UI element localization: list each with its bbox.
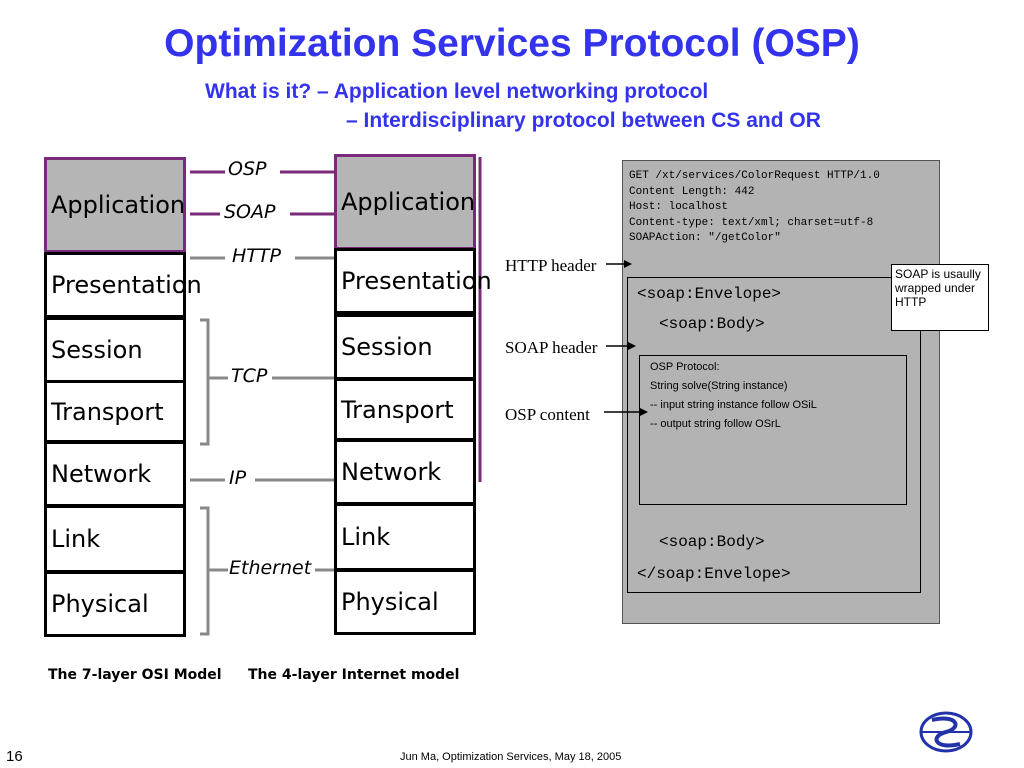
osp-line: String solve(String instance) [650, 380, 788, 392]
soap-http-note: SOAP is usaully wrapped under HTTP [891, 264, 989, 331]
label-osp-content: OSP content [505, 405, 590, 424]
internet-layer-presentation: Presentation [334, 248, 492, 314]
soap-envelope-close: </soap:Envelope> [637, 565, 791, 583]
internet-layer-link: Link [334, 503, 476, 571]
protocol-label-osp: OSP [228, 158, 267, 180]
osp-content-box: OSP Protocol: String solve(String instan… [639, 355, 907, 505]
protocol-label-soap: SOAP [224, 201, 276, 223]
osi-layer-network: Network [44, 441, 186, 507]
protocol-label-ethernet: Ethernet [229, 557, 312, 579]
osp-line: -- output string follow OSrL [650, 418, 781, 430]
http-header-text: GET /xt/services/ColorRequest HTTP/1.0 C… [629, 169, 880, 247]
osi-layer-application: Application [44, 157, 186, 253]
soap-envelope-box [627, 277, 921, 593]
protocol-label-http: HTTP [232, 245, 281, 267]
http-line: GET /xt/services/ColorRequest HTTP/1.0 [629, 170, 880, 182]
internet-layer-transport: Transport [334, 378, 476, 441]
osp-line: -- input string instance follow OSiL [650, 399, 817, 411]
internet-layer-session: Session [334, 314, 476, 380]
page-number: 16 [6, 748, 23, 765]
soap-body-close: <soap:Body> [659, 533, 765, 551]
internet-layer-network: Network [334, 439, 476, 505]
label-http-header: HTTP header [505, 256, 597, 275]
http-line: Host: localhost [629, 201, 729, 213]
osp-line: OSP Protocol: [650, 361, 720, 373]
slide-subtitle-line-1: What is it? – Application level networki… [205, 80, 709, 103]
http-line: SOAPAction: "/getColor" [629, 232, 781, 244]
soap-body-open: <soap:Body> [659, 315, 765, 333]
osi-internet-diagram: Application Presentation Session Transpo… [40, 152, 492, 692]
pointer-arrows [604, 260, 648, 416]
slide-title: Optimization Services Protocol (OSP) [164, 22, 860, 65]
osi-layer-link: Link [44, 505, 186, 573]
osi-layer-transport: Transport [44, 380, 186, 443]
protocol-label-tcp: TCP [231, 365, 268, 387]
osi-layer-presentation: Presentation [44, 252, 202, 318]
protocol-connectors [190, 157, 482, 636]
internet-layer-physical: Physical [334, 569, 476, 635]
label-soap-header: SOAP header [505, 338, 598, 357]
osi-layer-session: Session [44, 317, 186, 383]
slide-footer: Jun Ma, Optimization Services, May 18, 2… [400, 751, 622, 763]
http-line: Content Length: 442 [629, 185, 755, 198]
internet-layer-application: Application [334, 154, 476, 250]
soap-envelope-open: <soap:Envelope> [637, 285, 782, 303]
os-logo-icon [919, 711, 973, 753]
protocol-label-ip: IP [229, 467, 247, 489]
internet-model-caption: The 4-layer Internet model [248, 667, 460, 683]
http-message-panel: GET /xt/services/ColorRequest HTTP/1.0 C… [622, 160, 940, 624]
osi-model-caption: The 7-layer OSI Model [48, 667, 222, 683]
slide-subtitle-line-2: – Interdisciplinary protocol between CS … [346, 109, 821, 132]
http-line: Content-type: text/xml; charset=utf-8 [629, 216, 874, 229]
osi-layer-physical: Physical [44, 571, 186, 637]
